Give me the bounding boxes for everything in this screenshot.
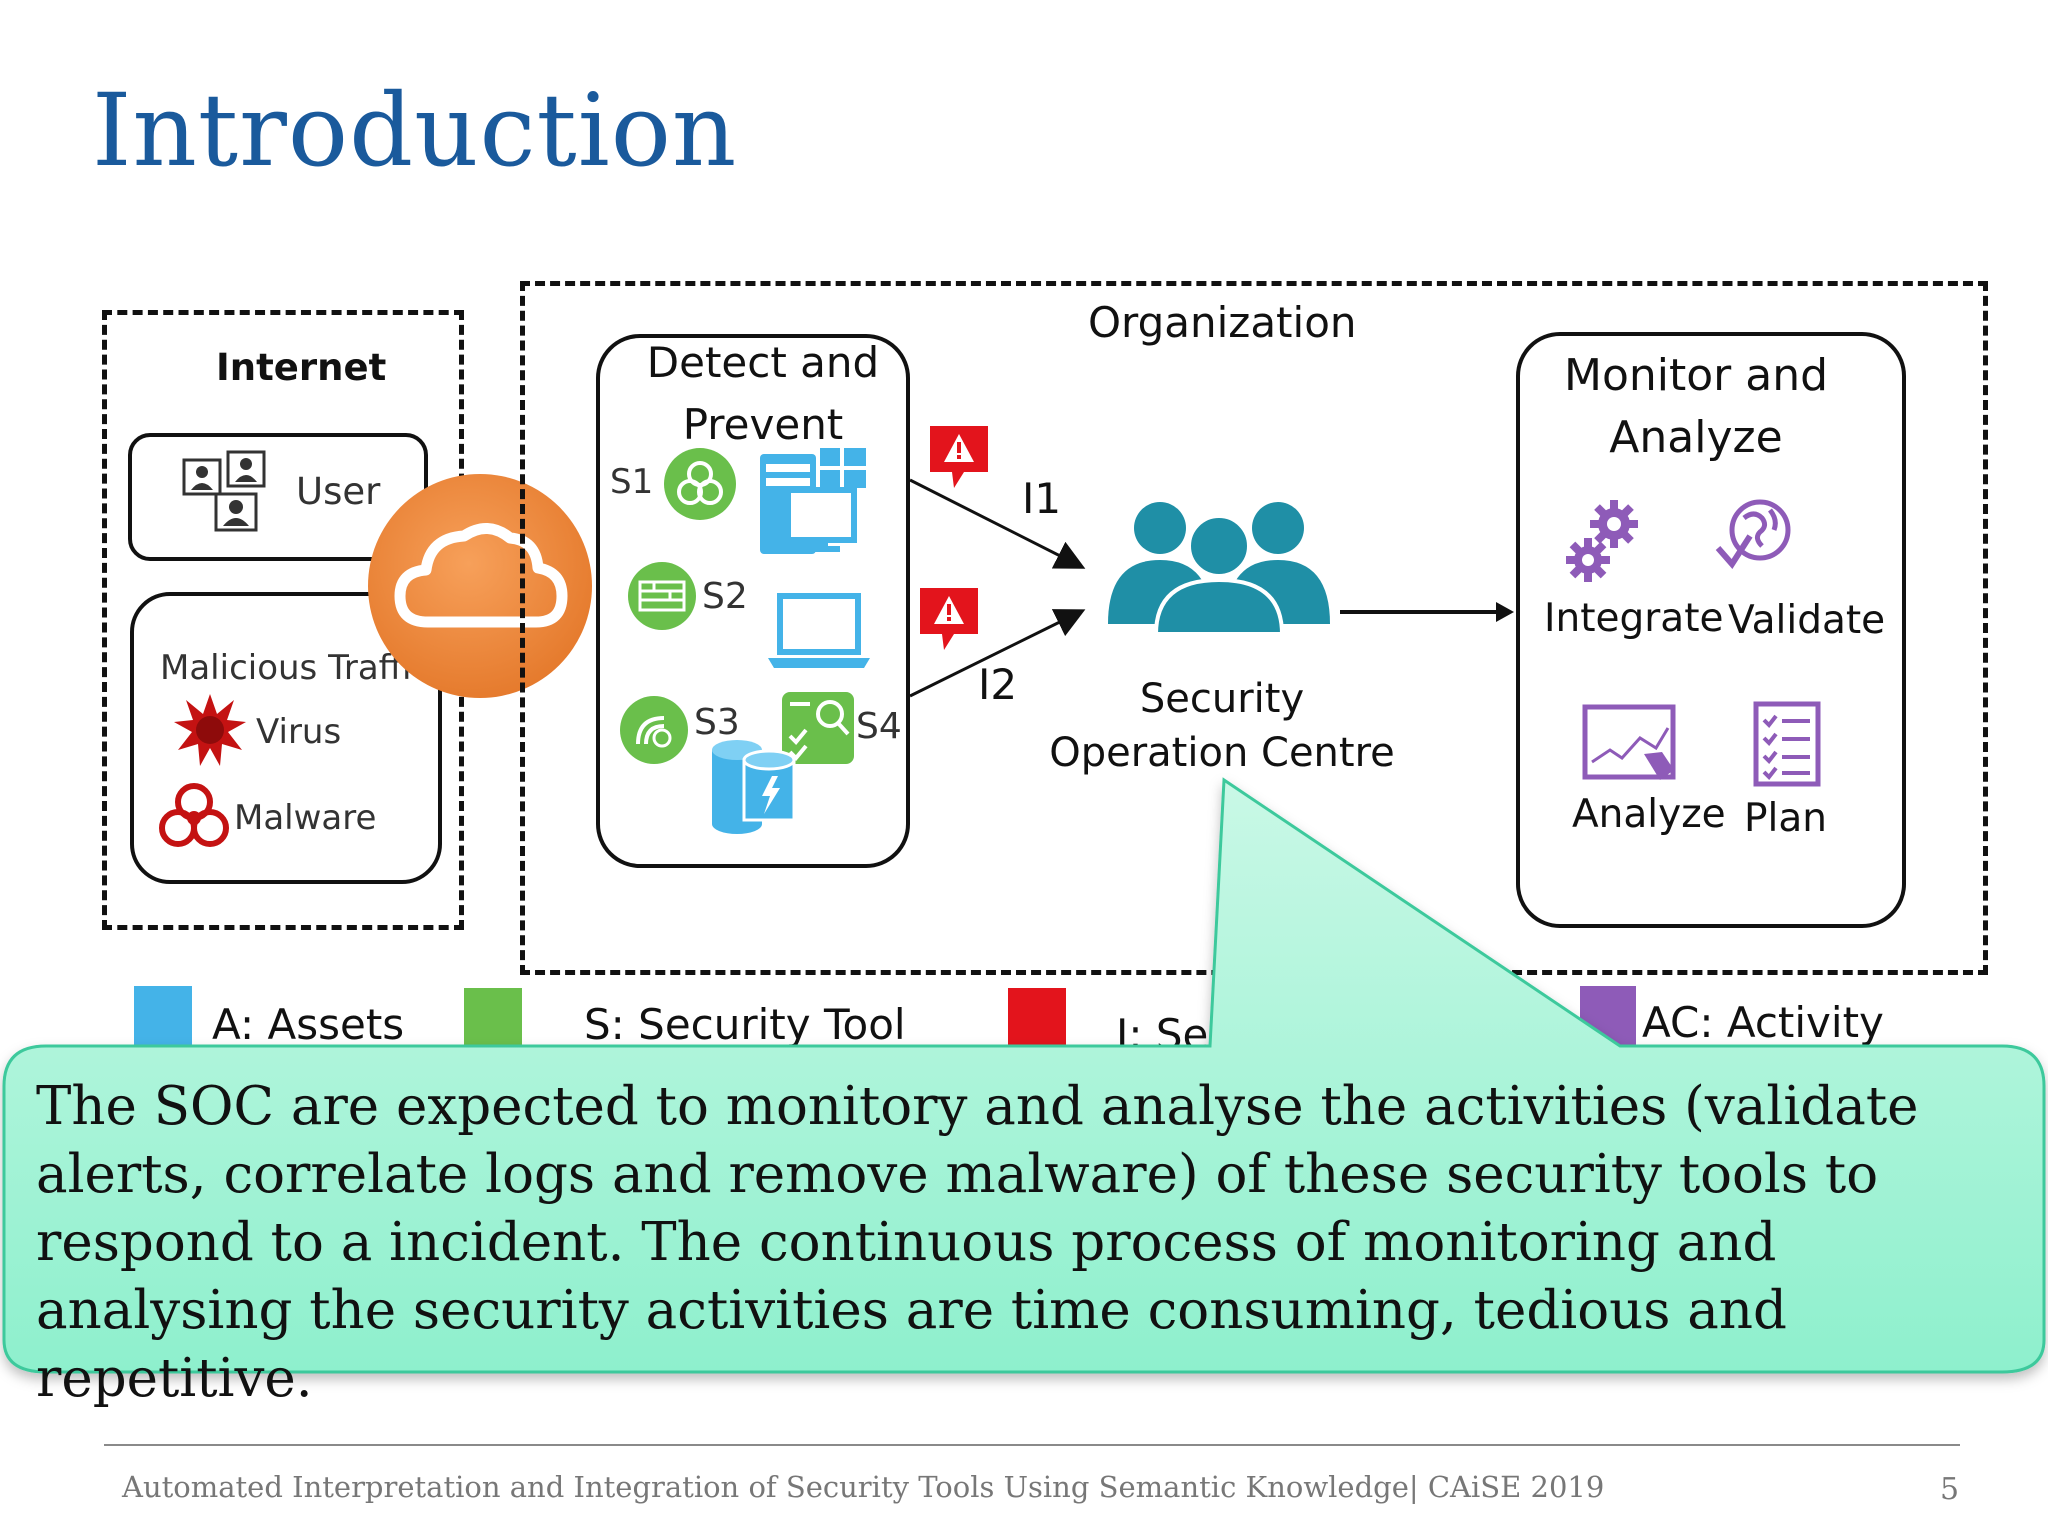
- soc-to-monitor-arrow: [1340, 602, 1514, 622]
- laptop-icon: [768, 593, 870, 668]
- soc-label-line2: Operation Centre: [1049, 730, 1395, 776]
- globe-check-icon: [1715, 499, 1791, 569]
- gears-icon: [1566, 500, 1638, 582]
- legend-incident-label: I: Se: [1116, 1010, 1209, 1059]
- analyze-label: Analyze: [1572, 792, 1726, 837]
- page-number: 5: [1940, 1472, 1960, 1507]
- firewall-tool-icon: [628, 562, 696, 630]
- malware-label: Malware: [234, 798, 377, 838]
- checklist-tool-icon: [782, 692, 854, 764]
- scan-tool-icon: [620, 696, 688, 764]
- internet-title: Internet: [216, 346, 387, 389]
- footer-text: Automated Interpretation and Integration…: [122, 1470, 1605, 1504]
- detect-title-line2: Prevent: [682, 400, 844, 449]
- incident-label-2: I2: [978, 660, 1018, 709]
- monitor-title-line1: Monitor and: [1563, 350, 1829, 401]
- legend-tool-label: S: Security Tool: [584, 1000, 906, 1049]
- cloud-icon: [368, 474, 592, 698]
- soc-team-icon: [1108, 502, 1330, 634]
- alert-icon-1: [930, 426, 988, 488]
- virus-label: Virus: [256, 712, 342, 752]
- users-icon: [182, 450, 266, 532]
- malicious-traffic-title: Malicious Traffi: [160, 648, 412, 688]
- biohazard-tool-icon: [664, 448, 736, 520]
- monitor-title-line2: Analyze: [1609, 412, 1783, 463]
- legend-tool-swatch: [464, 988, 522, 1058]
- virus-icon: [174, 694, 246, 766]
- footer-divider: [104, 1444, 1960, 1446]
- user-box: [128, 433, 428, 561]
- incident-label-1: I1: [1022, 474, 1062, 523]
- validate-label: Validate: [1728, 598, 1886, 643]
- legend-activity-swatch: [1580, 986, 1636, 1056]
- callout-text: The SOC are expected to monitory and ana…: [36, 1076, 1919, 1409]
- s1-label: S1: [610, 462, 654, 502]
- legend-activity-label: AC: Activity: [1642, 998, 1884, 1047]
- s2-label: S2: [702, 576, 748, 617]
- user-label: User: [296, 470, 381, 513]
- soc-label-line1: Security: [1139, 676, 1305, 722]
- database-icon: [712, 740, 796, 834]
- integrate-label: Integrate: [1544, 596, 1724, 641]
- server-monitor-icon: [760, 448, 866, 554]
- plan-checklist-icon: [1753, 701, 1821, 787]
- slide-title: Introduction: [92, 72, 738, 189]
- analyze-chart-icon: [1582, 704, 1676, 780]
- detect-title-line1: Detect and: [646, 338, 880, 387]
- alert-icon-2: [920, 588, 978, 650]
- legend-incident-swatch: [1008, 988, 1066, 1058]
- s3-label: S3: [694, 702, 740, 743]
- organization-title: Organization: [1088, 298, 1357, 347]
- malware-icon: [159, 783, 229, 847]
- s4-label: S4: [856, 706, 902, 747]
- legend-assets-swatch: [134, 986, 192, 1056]
- plan-label: Plan: [1744, 796, 1827, 841]
- legend-assets-label: A: Assets: [212, 1000, 405, 1049]
